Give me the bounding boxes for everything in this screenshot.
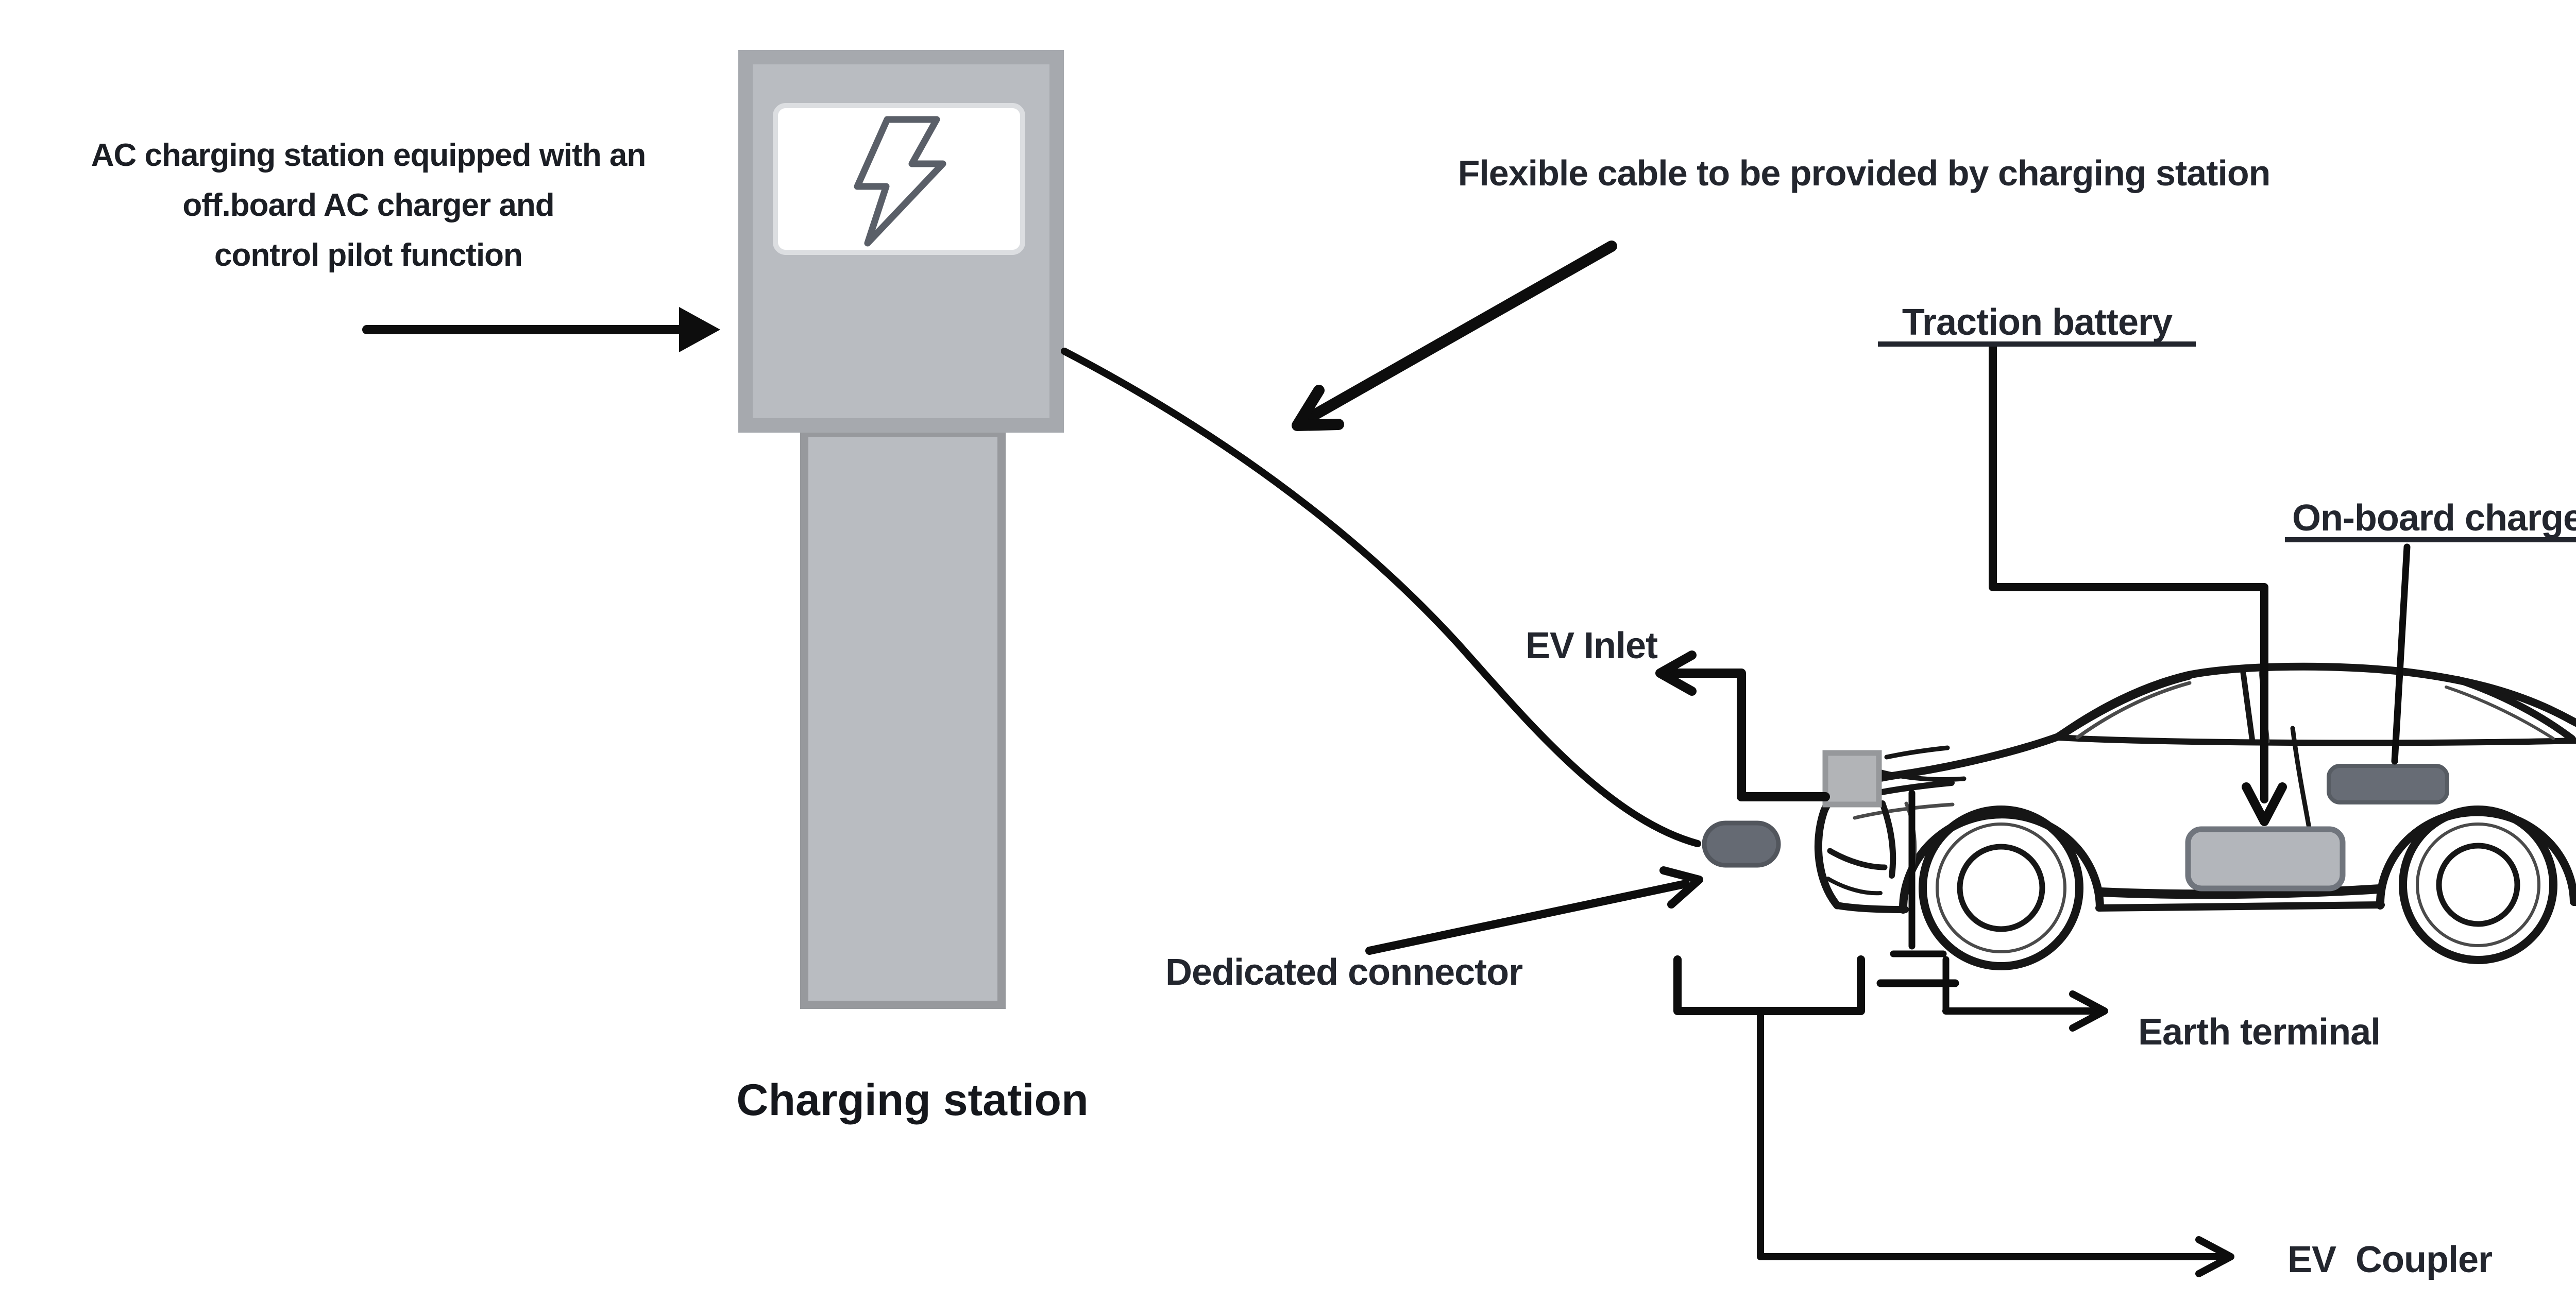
traction-battery-leader-line	[1989, 342, 2287, 826]
arrowhead-open-right	[2195, 1236, 2234, 1277]
station-note-line3: control pilot function	[214, 237, 522, 273]
ev-inlet-label: EV Inlet	[1526, 625, 1658, 666]
flexible-cable-label: Flexible cable to be provided by chargin…	[1458, 153, 2270, 193]
car-sketch	[1814, 662, 2576, 970]
front-wheel	[1919, 806, 2083, 970]
ev-coupler-arrow	[1757, 1007, 2234, 1277]
front-wheel-arch	[1899, 810, 2104, 914]
car-beltline	[2056, 734, 2576, 746]
earth-terminal-arrow	[1942, 990, 2108, 1032]
dedicated-connector-plug	[1702, 820, 1781, 868]
a-pillar	[2055, 672, 2193, 741]
dedicated-connector-label: Dedicated connector	[1165, 952, 1522, 993]
headlight-line	[1877, 769, 1967, 782]
c-pillar	[2455, 676, 2575, 742]
c-pillar-inner	[2445, 686, 2555, 740]
ev-coupler-label: EV Coupler	[2287, 1239, 2492, 1280]
earth-terminal-label: Earth terminal	[2138, 1012, 2380, 1053]
dedicated-connector-arrow	[1365, 866, 1703, 955]
station-post	[800, 429, 1006, 1009]
fender-shadow	[1879, 800, 1896, 879]
traction-battery-box	[2185, 826, 2346, 892]
b-pillar	[2240, 670, 2256, 745]
bumper-mouth	[1827, 848, 1888, 870]
ev-inlet-box	[1822, 750, 1882, 808]
bumper-lip	[1826, 877, 1883, 896]
sill-line	[2096, 884, 2384, 899]
traction-battery-label: Traction battery	[1902, 302, 2173, 343]
arrowhead-right-solid	[679, 307, 720, 352]
station-note-line1: AC charging station equipped with an	[91, 138, 646, 173]
on-board-charger-label: On-board charger	[2292, 498, 2576, 539]
door-crease	[2290, 726, 2312, 831]
windshield-inner-line	[2075, 681, 2192, 740]
arrowhead-open-left	[1655, 650, 1697, 696]
fender-line	[1884, 745, 1950, 760]
ev-inlet-leader-line	[1655, 650, 1830, 801]
station-note-line2: off.board AC charger and	[182, 187, 554, 223]
rear-wheel	[2399, 806, 2557, 964]
car-underside	[1834, 899, 2576, 913]
hood-crease-soft	[1853, 802, 1955, 820]
arrowhead-open-downleft	[1292, 385, 1344, 431]
charging-station-caption: Charging station	[736, 1075, 1088, 1125]
arrowhead-open-down	[2242, 782, 2287, 826]
coupler-bracket	[1673, 955, 1865, 1015]
on-board-charger-box	[2327, 764, 2449, 804]
arrowhead-open-upright	[1659, 866, 1703, 909]
charging-station-graphic	[738, 50, 1064, 1009]
flexible-cable-arrow	[1292, 241, 1617, 431]
earth-terminal-symbol	[1876, 790, 1959, 1015]
lightning-bolt-icon	[854, 116, 946, 247]
station-note-arrow	[362, 307, 720, 352]
arrowhead-open-right	[2069, 990, 2108, 1032]
flexible-cable-curve	[1061, 348, 1701, 847]
on-board-charger-leader-line	[2391, 543, 2411, 765]
